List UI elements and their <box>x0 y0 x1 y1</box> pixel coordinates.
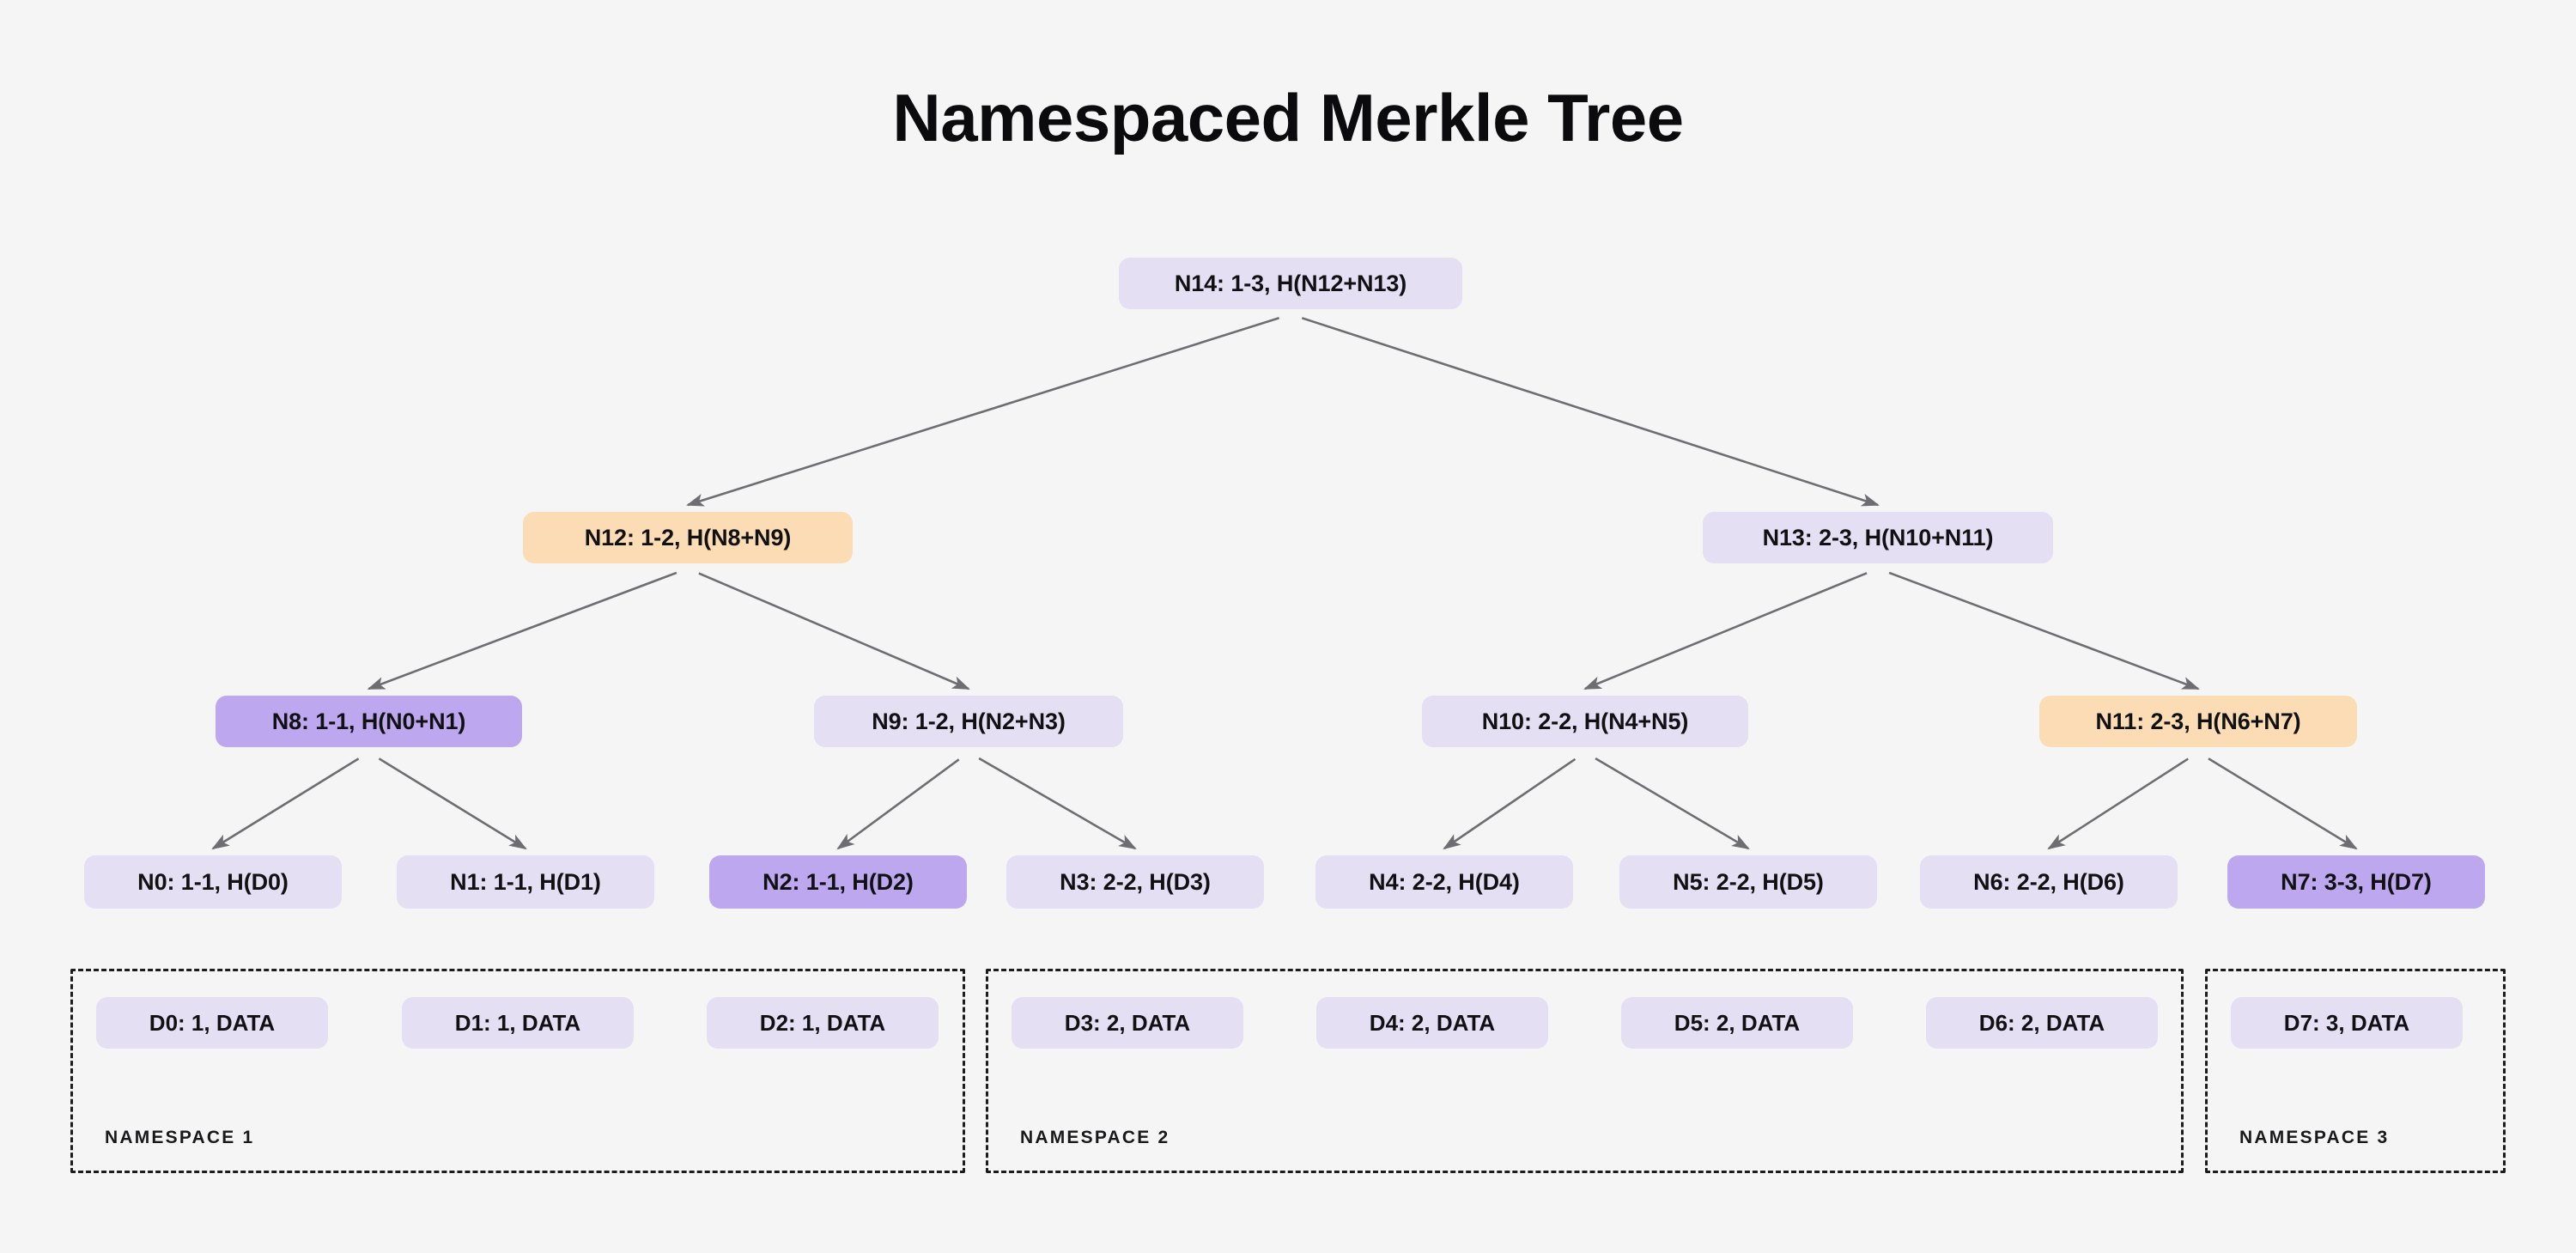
tree-node-n5[interactable]: N5: 2-2, H(D5) <box>1619 855 1877 909</box>
edge-n9-n3 <box>978 757 1137 850</box>
edge-n8-n0 <box>211 757 360 850</box>
edge-n10-n5 <box>1595 757 1750 850</box>
tree-node-n6[interactable]: N6: 2-2, H(D6) <box>1920 855 2178 909</box>
edge-n12-n8 <box>367 571 677 690</box>
tree-node-n1[interactable]: N1: 1-1, H(D1) <box>397 855 654 909</box>
data-chip-d7[interactable]: D7: 3, DATA <box>2231 997 2463 1049</box>
tree-node-n2[interactable]: N2: 1-1, H(D2) <box>709 855 967 909</box>
data-chip-d0[interactable]: D0: 1, DATA <box>96 997 328 1049</box>
namespace-box-3 <box>2205 969 2506 1173</box>
edge-n10-n4 <box>1443 757 1577 850</box>
tree-node-n7[interactable]: N7: 3-3, H(D7) <box>2227 855 2485 909</box>
tree-node-n8[interactable]: N8: 1-1, H(N0+N1) <box>216 696 522 747</box>
tree-node-n3[interactable]: N3: 2-2, H(D3) <box>1006 855 1264 909</box>
data-chip-d3[interactable]: D3: 2, DATA <box>1012 997 1243 1049</box>
data-chip-d6[interactable]: D6: 2, DATA <box>1926 997 2158 1049</box>
tree-node-n9[interactable]: N9: 1-2, H(N2+N3) <box>814 696 1123 747</box>
namespace-box-2 <box>986 969 2184 1173</box>
tree-node-n10[interactable]: N10: 2-2, H(N4+N5) <box>1422 696 1748 747</box>
data-chip-d5[interactable]: D5: 2, DATA <box>1621 997 1853 1049</box>
tree-node-n12[interactable]: N12: 1-2, H(N8+N9) <box>523 512 853 563</box>
namespace-box-1 <box>70 969 965 1173</box>
edge-n11-n7 <box>2208 757 2358 850</box>
data-chip-d2[interactable]: D2: 1, DATA <box>707 997 939 1049</box>
edge-n14-n12 <box>686 316 1280 507</box>
page-title: Namespaced Merkle Tree <box>892 80 1684 155</box>
namespace-label-2: NAMESPACE 2 <box>1020 1128 1170 1147</box>
tree-node-n14[interactable]: N14: 1-3, H(N12+N13) <box>1119 258 1462 309</box>
data-chip-d1[interactable]: D1: 1, DATA <box>402 997 634 1049</box>
edge-n14-n13 <box>1301 317 1880 507</box>
tree-node-n11[interactable]: N11: 2-3, H(N6+N7) <box>2039 696 2357 747</box>
tree-node-n0[interactable]: N0: 1-1, H(D0) <box>84 855 342 909</box>
namespace-label-3: NAMESPACE 3 <box>2239 1128 2390 1147</box>
edge-n8-n1 <box>378 757 527 850</box>
edge-n13-n11 <box>1888 571 2200 690</box>
tree-node-n4[interactable]: N4: 2-2, H(D4) <box>1315 855 1573 909</box>
namespace-label-1: NAMESPACE 1 <box>105 1128 255 1147</box>
edge-n9-n2 <box>836 758 960 850</box>
tree-node-n13[interactable]: N13: 2-3, H(N10+N11) <box>1703 512 2053 563</box>
edge-n11-n6 <box>2047 757 2189 850</box>
data-chip-d4[interactable]: D4: 2, DATA <box>1316 997 1548 1049</box>
edge-n12-n9 <box>698 572 970 690</box>
edge-n13-n10 <box>1583 572 1868 690</box>
